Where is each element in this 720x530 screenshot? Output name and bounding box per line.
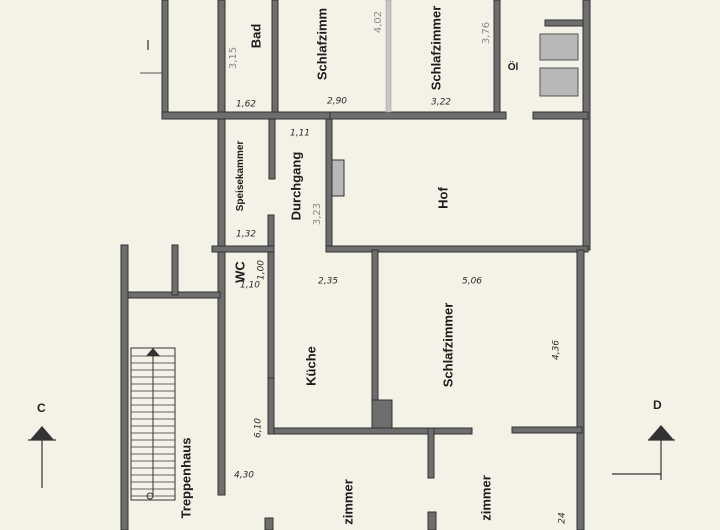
room-label-treppenhaus: Treppenhaus: [178, 437, 194, 519]
wall: [511, 426, 583, 434]
stair-start: [146, 492, 154, 500]
dimension-2-90: 2,90: [326, 96, 348, 107]
staircase: [130, 347, 176, 501]
room-label-durchgang: Durchgang: [288, 151, 304, 221]
wall: [264, 517, 274, 530]
oil-tank: [539, 67, 579, 97]
wall: [171, 244, 179, 296]
room-label-speisekammer: Speisekammer: [235, 140, 246, 212]
dimension-3-23: 3,23: [312, 202, 323, 226]
wall: [532, 111, 589, 120]
dimension-4-30: 4,30: [233, 470, 255, 481]
wall: [329, 111, 507, 120]
room-label-kueche: Küche: [303, 346, 319, 386]
section-marker-c: [28, 426, 56, 488]
section-label-d: D: [653, 398, 662, 412]
wall: [267, 214, 275, 379]
room-label-schlafzimmer-top-right: Schlafzimmer: [428, 5, 444, 91]
wall: [325, 118, 333, 252]
section-marker-d: [612, 425, 675, 480]
dimension-3-76: 3,76: [481, 21, 492, 45]
dimension-4-02: 4,02: [373, 10, 384, 34]
room-label-zimmer-bottom-left: zimmer: [340, 479, 356, 525]
dimension-1-62: 1,62: [235, 99, 257, 110]
wall: [427, 427, 435, 479]
oil-tank: [539, 33, 579, 61]
dimension-6-10: 6,10: [253, 417, 264, 439]
wall: [576, 249, 585, 530]
wall: [211, 245, 275, 253]
wall: [493, 0, 501, 113]
room-label-schlafzimmer-top-left: Schlafzimm: [314, 7, 330, 81]
wall: [268, 118, 276, 180]
room-label-bad: Bad: [248, 23, 264, 49]
wall: [427, 511, 437, 530]
dimension-24: 24: [557, 512, 568, 524]
wall: [161, 0, 169, 113]
dimension-1-11: 1,11: [289, 128, 311, 139]
wall: [161, 111, 341, 120]
chimney: [371, 399, 393, 429]
dimension-1-32: 1,32: [235, 229, 257, 240]
dimension-1-10: 1,10: [239, 280, 261, 291]
room-label-hof: Hof: [435, 187, 451, 209]
room-label-schlafzimmer-mid: Schlafzimmer: [440, 302, 456, 388]
pencil-line: [385, 0, 392, 113]
dimension-3-22: 3,22: [430, 97, 452, 108]
dimension-2-35: 2,35: [317, 276, 339, 287]
wall: [120, 244, 129, 530]
niche: [331, 159, 345, 197]
wall: [582, 0, 591, 251]
section-label-c: C: [37, 401, 46, 415]
wall: [325, 245, 589, 253]
wall: [267, 377, 275, 435]
wall: [271, 0, 279, 113]
dimension-1-00: 1,00: [256, 259, 267, 281]
wall: [544, 19, 584, 27]
dimension-5-06: 5,06: [461, 276, 483, 287]
dimension-4-36: 4,36: [551, 339, 562, 361]
wall: [267, 427, 473, 435]
room-label-oel: Öl: [507, 62, 519, 73]
room-label-zimmer-bottom-right: zimmer: [478, 475, 494, 521]
stair-arrow: [146, 348, 160, 356]
dimension-3-15: 3,15: [228, 46, 239, 70]
